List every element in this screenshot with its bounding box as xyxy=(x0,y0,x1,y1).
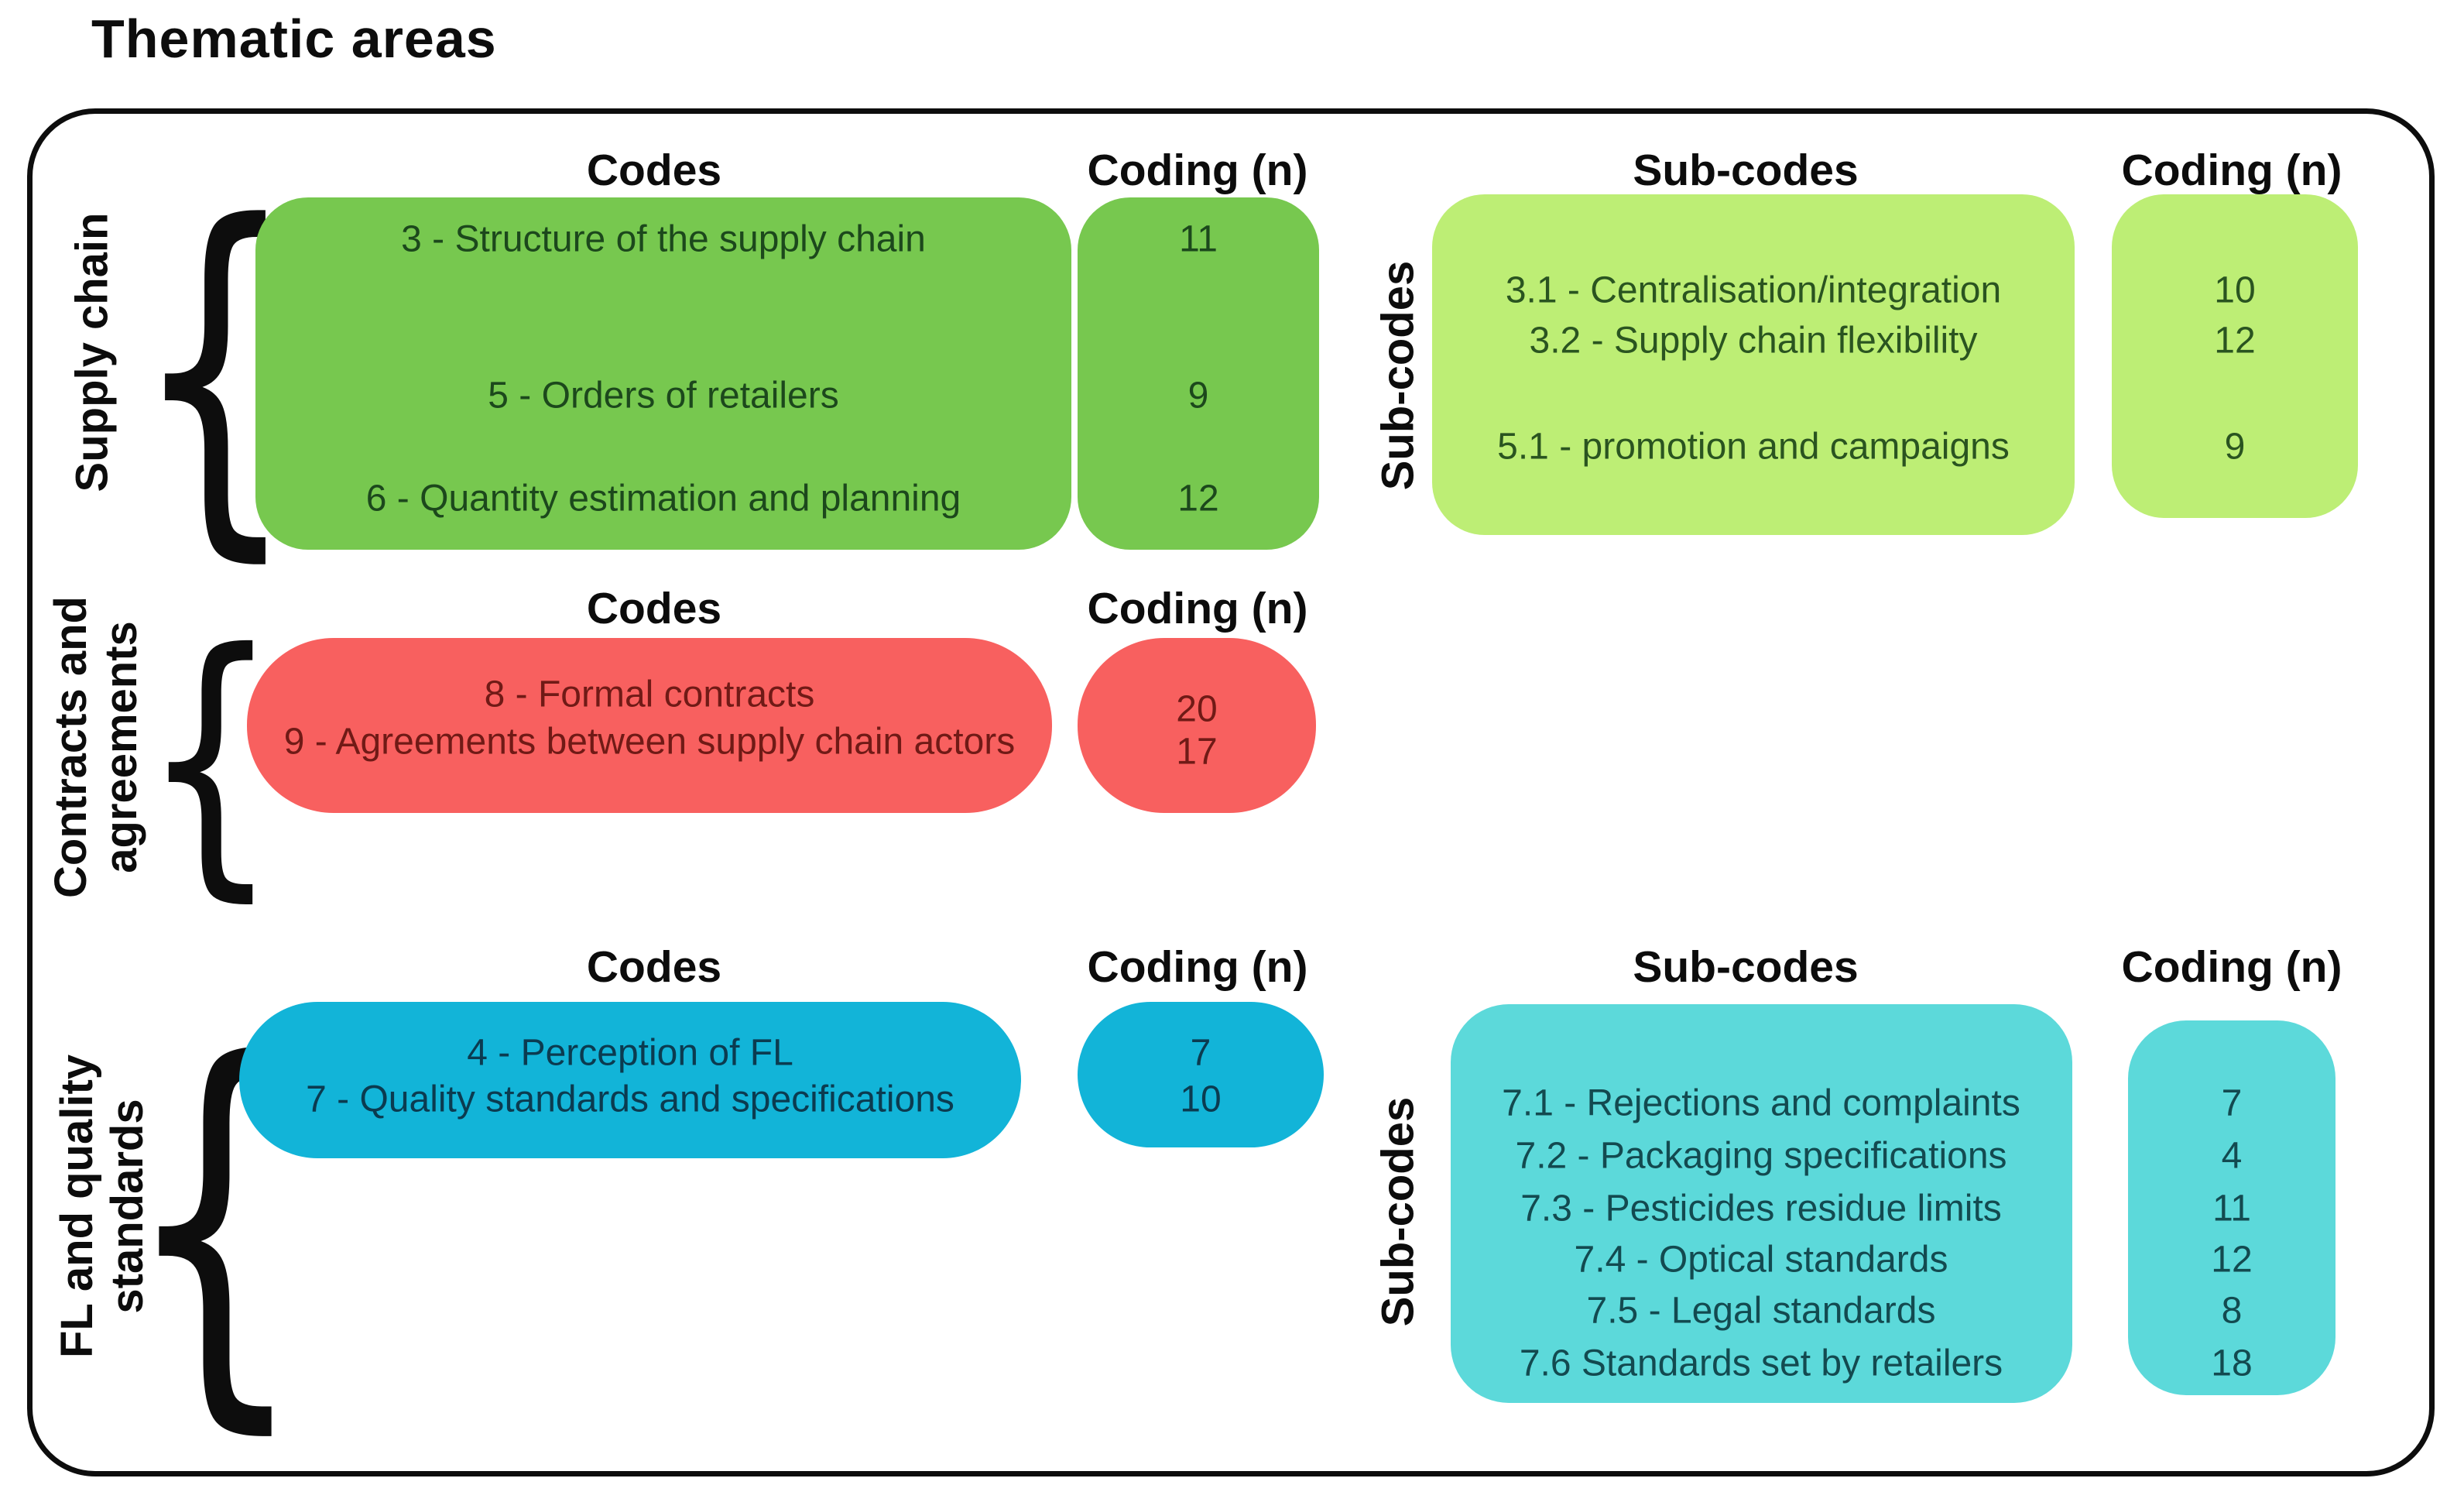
code-label: 8 - Formal contracts xyxy=(484,674,815,715)
subcode-label: 3.2 - Supply chain flexibility xyxy=(1529,320,1978,362)
subcode-label: 7.4 - Optical standards xyxy=(1574,1239,1948,1281)
subcoding-count: 11 xyxy=(2212,1188,2251,1229)
supply-subcodes-coding-box xyxy=(2112,194,2358,518)
coding-count: 7 xyxy=(1190,1032,1211,1074)
subcode-label: 5.1 - promotion and campaigns xyxy=(1497,426,2010,468)
coding-count: 17 xyxy=(1176,731,1218,773)
coding-header-supply: Coding (n) xyxy=(1087,146,1308,195)
subcoding-count: 10 xyxy=(2214,269,2256,311)
code-label: 9 - Agreements between supply chain acto… xyxy=(283,721,1016,763)
subcode-label: 7.3 - Pesticides residue limits xyxy=(1520,1188,2002,1229)
code-label: 5 - Orders of retailers xyxy=(488,375,839,417)
outer-frame xyxy=(27,108,2435,1476)
subcoding-count: 4 xyxy=(2221,1135,2243,1177)
subcoding-count: 9 xyxy=(2224,426,2246,468)
code-label: 6 - Quantity estimation and planning xyxy=(365,478,961,520)
subcode-label: 7.1 - Rejections and complaints xyxy=(1502,1082,2020,1124)
supply-codes-box xyxy=(255,197,1071,550)
section-label-line: FL and quality xyxy=(52,1054,103,1359)
coding-count: 9 xyxy=(1187,375,1209,417)
section-label-line: Contracts and xyxy=(46,596,97,898)
subcodes-coding-header-fl: Coding (n) xyxy=(2121,942,2342,992)
section-label-line: agreements xyxy=(96,621,146,873)
subcoding-count: 8 xyxy=(2221,1290,2243,1332)
coding-header-contracts: Coding (n) xyxy=(1087,584,1308,633)
code-label: 3 - Structure of the supply chain xyxy=(401,218,926,260)
fl-subcodes-coding-box xyxy=(2128,1020,2335,1395)
codes-header-contracts: Codes xyxy=(586,584,722,633)
subcodes-header-supply: Sub-codes xyxy=(1633,146,1859,195)
subcode-label: 7.6 Standards set by retailers xyxy=(1519,1343,2003,1384)
subcode-label: 7.5 - Legal standards xyxy=(1586,1290,1936,1332)
subcodes-header-fl: Sub-codes xyxy=(1633,942,1859,992)
coding-count: 11 xyxy=(1179,218,1218,260)
supply-subcodes-box xyxy=(1432,194,2075,535)
fl-coding-box xyxy=(1078,1002,1324,1147)
subcodes-vertical-label-supply: Sub-codes xyxy=(1373,260,1424,491)
subcoding-count: 12 xyxy=(2214,320,2256,362)
subcode-label: 7.2 - Packaging specifications xyxy=(1515,1135,2007,1177)
subcoding-count: 7 xyxy=(2221,1082,2243,1124)
supply-coding-box xyxy=(1078,197,1319,550)
coding-count: 10 xyxy=(1180,1079,1222,1120)
codes-header-supply: Codes xyxy=(586,146,722,195)
subcoding-count: 12 xyxy=(2211,1239,2253,1281)
coding-count: 20 xyxy=(1176,688,1218,730)
fl-subcodes-box xyxy=(1451,1004,2072,1403)
code-label: 4 - Perception of FL xyxy=(467,1032,793,1074)
subcodes-coding-header-supply: Coding (n) xyxy=(2121,146,2342,195)
subcode-label: 3.1 - Centralisation/integration xyxy=(1505,269,2002,311)
coding-count: 12 xyxy=(1177,478,1219,520)
code-label: 7 - Quality standards and specifications xyxy=(306,1079,954,1120)
contracts-coding-box xyxy=(1078,638,1316,813)
page-title: Thematic areas xyxy=(91,9,497,69)
section-label-contracts: Contracts and agreements xyxy=(46,596,147,898)
codes-header-fl: Codes xyxy=(586,942,722,992)
coding-header-fl: Coding (n) xyxy=(1087,942,1308,992)
fl-codes-box xyxy=(239,1002,1021,1158)
subcodes-vertical-label-fl: Sub-codes xyxy=(1373,1096,1424,1327)
subcoding-count: 18 xyxy=(2211,1343,2253,1384)
contracts-codes-box xyxy=(247,638,1052,813)
section-label-supply-chain: Supply chain xyxy=(67,212,118,492)
